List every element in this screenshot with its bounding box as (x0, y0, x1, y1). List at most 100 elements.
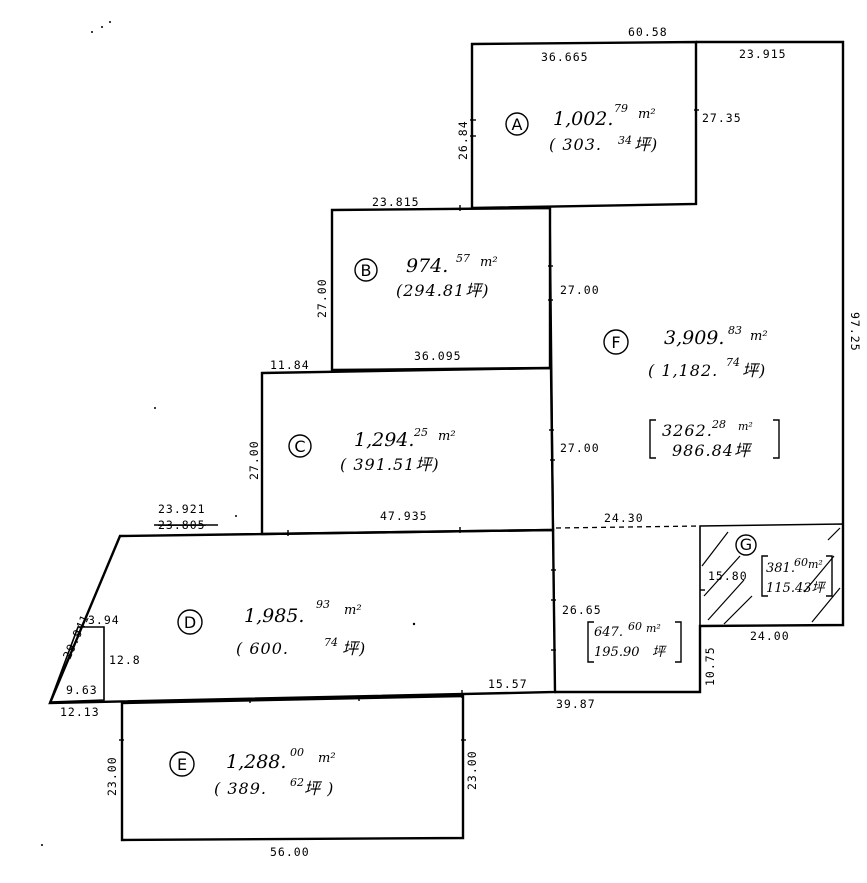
dim-b-left: 27.00 (315, 278, 329, 318)
lot-d-triangle (48, 626, 105, 703)
dim-top-total: 60.58 (628, 25, 668, 39)
dim-f-top: 23.915 (739, 47, 787, 61)
dim-f-step: 10.75 (703, 646, 717, 686)
dimension-labels: 60.58 36.665 23.915 27.35 26.84 97.25 23… (60, 25, 862, 859)
lot-b-area-unit: m² (480, 255, 498, 270)
lot-g-area-unit: m² (808, 558, 823, 571)
lot-a-outline (470, 40, 698, 210)
lot-b-marker (354, 258, 378, 282)
lot-g-tsubo: 115.43坪 (766, 581, 826, 596)
dim-d-top: 23.921 (158, 502, 206, 516)
lot-e-tsubo-decimal: 62 (290, 776, 304, 789)
dim-f-right: 97.25 (848, 312, 862, 352)
lot-f-divider (549, 207, 556, 693)
lot-e: E 1,288. 00 m² ( 389. 62 坪 ) (169, 746, 336, 798)
lot-f-area: 3,909. (664, 327, 724, 349)
lot-c-marker (288, 434, 312, 458)
dim-g-left: 15.80 (708, 569, 748, 583)
lot-a-tsubo-decimal: 34 (618, 134, 632, 147)
lot-c: C 1,294. 25 m² ( 391.51坪) (288, 426, 456, 474)
lot-e-id: E (177, 755, 187, 774)
lot-g-area: 381. (766, 561, 795, 576)
lot-f-tsubo-decimal: 74 (726, 356, 740, 369)
lot-f-dashed-split (555, 525, 701, 529)
lot-d-id: D (184, 613, 196, 632)
lot-g-id: G (740, 535, 752, 554)
lot-e-tsubo-unit: 坪 ) (304, 779, 334, 798)
dim-c-top-left: 11.84 (270, 358, 310, 372)
dim-f-bottom: 39.87 (556, 697, 596, 711)
lot-f-sub-area-unit: m² (738, 420, 753, 433)
lot-b: B 974. 57 m² (294.81坪) (354, 252, 498, 300)
lot-a: A 1,002. 79 m² ( 303. 34 坪) (505, 102, 658, 154)
lot-g-bracket-left (761, 555, 768, 597)
lot-c-area-unit: m² (438, 429, 456, 444)
lot-a-id: A (512, 115, 523, 134)
lot-b-id: B (361, 261, 372, 280)
lot-d-area: 1,985. (244, 605, 304, 627)
lot-e-marker (169, 751, 195, 777)
lot-d-area-decimal: 93 (316, 598, 330, 611)
lot-f-sub-area-decimal: 28 (711, 418, 726, 431)
lot-a-area-decimal: 79 (614, 102, 628, 115)
dim-d-bottom-left: 12.13 (60, 705, 100, 719)
lot-g-marker (735, 534, 757, 556)
lot-f-tsubo: ( 1,182. (648, 361, 718, 380)
lot-f-id: F (611, 333, 620, 352)
lot-a-area: 1,002. (553, 108, 613, 130)
dim-c-left: 27.00 (247, 440, 261, 480)
lot-b-area-decimal: 57 (456, 252, 470, 265)
dim-e-right: 23.00 (465, 750, 479, 790)
lot-d-tsubo-decimal: 74 (324, 636, 338, 649)
lot-a-area-unit: m² (638, 107, 656, 122)
lot-c-tsubo: ( 391.51坪) (340, 455, 440, 474)
dim-tri-top: 3.94 (88, 613, 120, 627)
lot-f-tsubo-unit: 坪) (742, 361, 766, 380)
lot-f-sub-tsubo: 986.84坪 (672, 441, 753, 460)
lot-f-sub-area: 3262. (662, 421, 713, 440)
dim-g-bottom: 24.00 (750, 629, 790, 643)
dim-f-mid-left: 27.00 (560, 441, 600, 455)
dim-b-top: 23.815 (372, 195, 420, 209)
lot-e-area-unit: m² (318, 751, 336, 766)
dim-tri-inner: 9.63 (66, 683, 98, 697)
lot-f-area-decimal: 83 (728, 324, 742, 337)
dim-f-upper-left: 27.00 (560, 283, 600, 297)
dim-a-top: 36.665 (541, 50, 589, 64)
lot-f-lower-area: 647. (594, 625, 623, 640)
lot-g-outline (699, 523, 844, 627)
lot-a-tsubo-unit: 坪) (634, 135, 658, 154)
lot-f-marker (603, 329, 629, 355)
lot-b-area: 974. (406, 255, 448, 277)
lot-f-sub-bracket-right (773, 419, 780, 459)
dim-f-lower-left: 26.65 (562, 603, 602, 617)
dim-e-left: 23.00 (105, 756, 119, 796)
lot-f: F 3,909. 83 m² ( 1,182. 74 坪) 3262. 28 m… (587, 324, 780, 663)
lot-f-lower-tsubo-unit: 坪 (652, 645, 667, 660)
lot-d-tsubo-unit: 坪) (342, 639, 366, 658)
lot-c-id: C (294, 437, 305, 456)
lot-a-marker (505, 112, 529, 136)
lot-e-area-decimal: 00 (290, 746, 304, 759)
lot-g-area-decimal: 60 (794, 556, 808, 569)
dim-tri-right: 12.8 (109, 653, 141, 667)
lot-d-marker (177, 609, 203, 635)
dim-c-top: 36.095 (414, 349, 462, 363)
lot-b-tsubo: (294.81坪) (396, 281, 489, 300)
lot-e-area: 1,288. (226, 751, 286, 773)
lot-d-tsubo: ( 600. (236, 639, 289, 658)
lot-d-area-unit: m² (344, 603, 362, 618)
lot-e-outline (120, 694, 465, 842)
lot-g-bracket-right (826, 555, 833, 597)
scan-specks (41, 21, 416, 846)
lot-f-lower-bracket-right (675, 621, 682, 663)
dim-a-left: 26.84 (456, 120, 470, 160)
boundary-ticks (119, 109, 705, 741)
lot-f-area-unit: m² (750, 329, 768, 344)
lot-d: D 1,985. 93 m² ( 600. 74 坪) (177, 598, 366, 658)
lot-f-lower-bracket-left (587, 621, 594, 663)
dim-c-bottom: 47.935 (380, 509, 428, 523)
lot-f-lower-tsubo: 195.90 (594, 645, 640, 660)
lot-outlines (48, 40, 845, 842)
